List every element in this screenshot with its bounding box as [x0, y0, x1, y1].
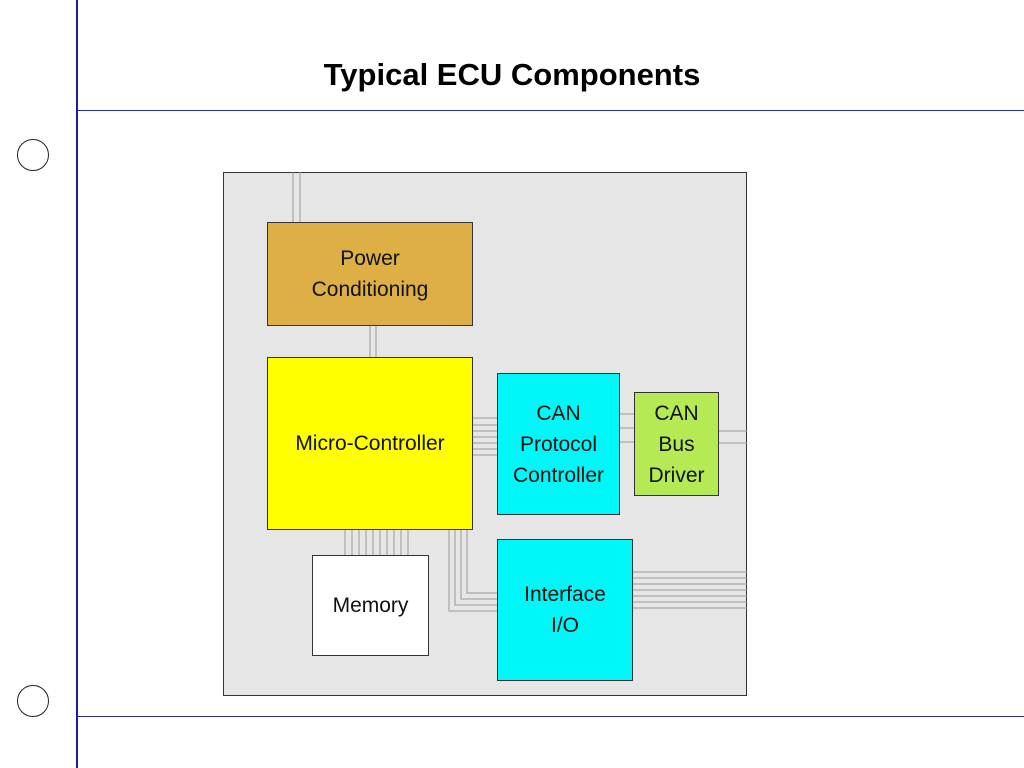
interface-io-block: Interface I/O — [497, 539, 633, 681]
memory-label: Memory — [332, 594, 409, 617]
interface-io-label: Interface I/O — [524, 583, 606, 637]
header-rule — [78, 110, 1024, 111]
can-protocol-controller-block: CAN Protocol Controller — [497, 373, 620, 515]
footer-rule — [78, 716, 1024, 717]
page-title: Typical ECU Components — [323, 57, 701, 92]
binder-hole-top-icon — [17, 139, 49, 171]
can-bus-driver-block: CAN Bus Driver — [634, 392, 719, 496]
memory-block: Memory — [312, 555, 429, 656]
power-conditioning-label: Power Conditioning — [311, 247, 429, 301]
micro-controller-label: Micro-Controller — [295, 432, 445, 455]
micro-controller-block: Micro-Controller — [267, 357, 473, 530]
power-conditioning-block: Power Conditioning — [267, 222, 473, 326]
binder-hole-bottom-icon — [17, 685, 49, 717]
can-bus-driver-label: CAN Bus Driver — [648, 401, 705, 487]
margin-vertical-rule — [76, 0, 78, 768]
can-protocol-controller-label: CAN Protocol Controller — [512, 401, 605, 487]
